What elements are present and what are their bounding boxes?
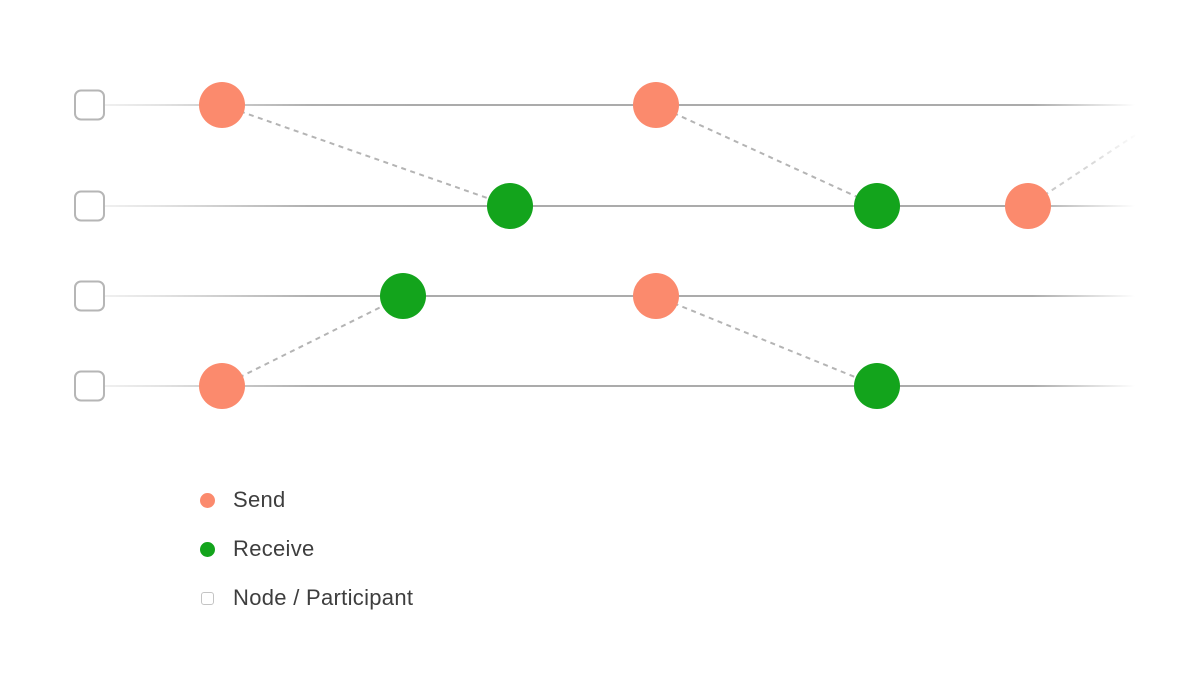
send-event-dot (633, 82, 679, 128)
node-participant-box-2 (74, 190, 105, 222)
message-connector (221, 295, 404, 387)
send-event-dot (633, 273, 679, 319)
node-participant-box-3 (74, 280, 105, 312)
receive-event-dot (487, 183, 533, 229)
message-connector (1027, 119, 1159, 207)
send-event-dot (199, 363, 245, 409)
send-event-dot (199, 82, 245, 128)
legend-item-receive: Receive (200, 535, 413, 563)
node-square-icon (201, 591, 214, 605)
node-participant-box-1 (74, 89, 105, 121)
message-connector (655, 295, 878, 387)
legend-marker-slot (200, 541, 215, 557)
legend-marker-slot (200, 492, 215, 508)
node-participant-box-4 (74, 370, 105, 402)
legend-item-node-participant: Node / Participant (200, 584, 413, 612)
receive-event-dot (854, 363, 900, 409)
send-dot-icon (200, 492, 215, 508)
legend-marker-slot (200, 591, 215, 605)
legend-label-send: Send (233, 487, 286, 512)
legend-item-send: Send (200, 486, 413, 514)
message-connector (221, 104, 511, 207)
legend: Send Receive Node / Participant (200, 486, 413, 633)
receive-event-dot (854, 183, 900, 229)
receive-dot-icon (200, 541, 215, 557)
legend-label-receive: Receive (233, 536, 315, 561)
receive-event-dot (380, 273, 426, 319)
legend-label-node-participant: Node / Participant (233, 585, 414, 610)
message-connector (655, 104, 878, 207)
send-event-dot (1005, 183, 1051, 229)
